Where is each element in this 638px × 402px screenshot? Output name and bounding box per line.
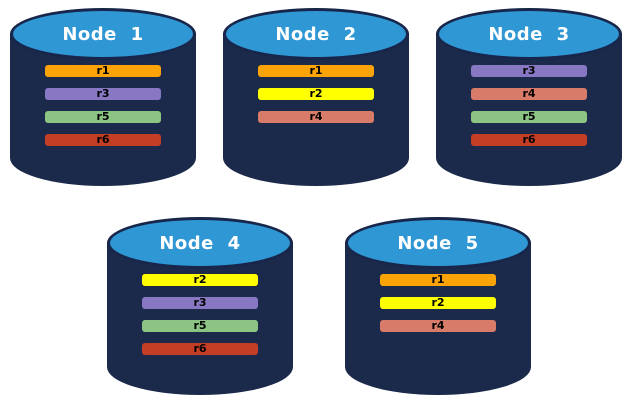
replica-bar: r6 [471,134,587,146]
replica-bar: r2 [142,274,258,286]
database-cylinder-top: Node 5 [345,217,531,269]
database-cylinder-top: Node 2 [223,8,409,60]
replica-bar: r6 [45,134,161,146]
replica-bar: r4 [258,111,374,123]
replica-bar: r5 [471,111,587,123]
replica-bar: r2 [258,88,374,100]
node-title: Node 4 [159,232,241,254]
replica-bar: r6 [142,343,258,355]
replica-bar: r4 [471,88,587,100]
database-cylinder-top: Node 1 [10,8,196,60]
replica-bar: r3 [471,65,587,77]
replica-bar: r1 [380,274,496,286]
database-cylinder-top: Node 3 [436,8,622,60]
database-node: Node 4 r2 r3 r5 r6 [107,217,293,395]
replica-bar: r5 [45,111,161,123]
replica-bar: r3 [45,88,161,100]
node-title: Node 5 [397,232,479,254]
replica-list: r1 r2 r4 [258,65,374,134]
node-row: Node 1 r1 r3 r5 r6 Node 2 r1 r2 r4 Node … [0,0,638,186]
database-node: Node 3 r3 r4 r5 r6 [436,8,622,186]
replica-list: r2 r3 r5 r6 [142,274,258,366]
node-title: Node 2 [275,23,357,45]
node-row: Node 4 r2 r3 r5 r6 Node 5 r1 r2 r4 [0,217,638,395]
replica-list: r3 r4 r5 r6 [471,65,587,157]
replica-bar: r2 [380,297,496,309]
replica-bar: r4 [380,320,496,332]
replica-bar: r1 [258,65,374,77]
replica-list: r1 r3 r5 r6 [45,65,161,157]
replica-bar: r3 [142,297,258,309]
database-cylinder-top: Node 4 [107,217,293,269]
node-title: Node 3 [488,23,570,45]
database-node: Node 2 r1 r2 r4 [223,8,409,186]
database-node: Node 5 r1 r2 r4 [345,217,531,395]
node-title: Node 1 [62,23,144,45]
replica-bar: r5 [142,320,258,332]
database-node: Node 1 r1 r3 r5 r6 [10,8,196,186]
replica-bar: r1 [45,65,161,77]
replica-list: r1 r2 r4 [380,274,496,343]
